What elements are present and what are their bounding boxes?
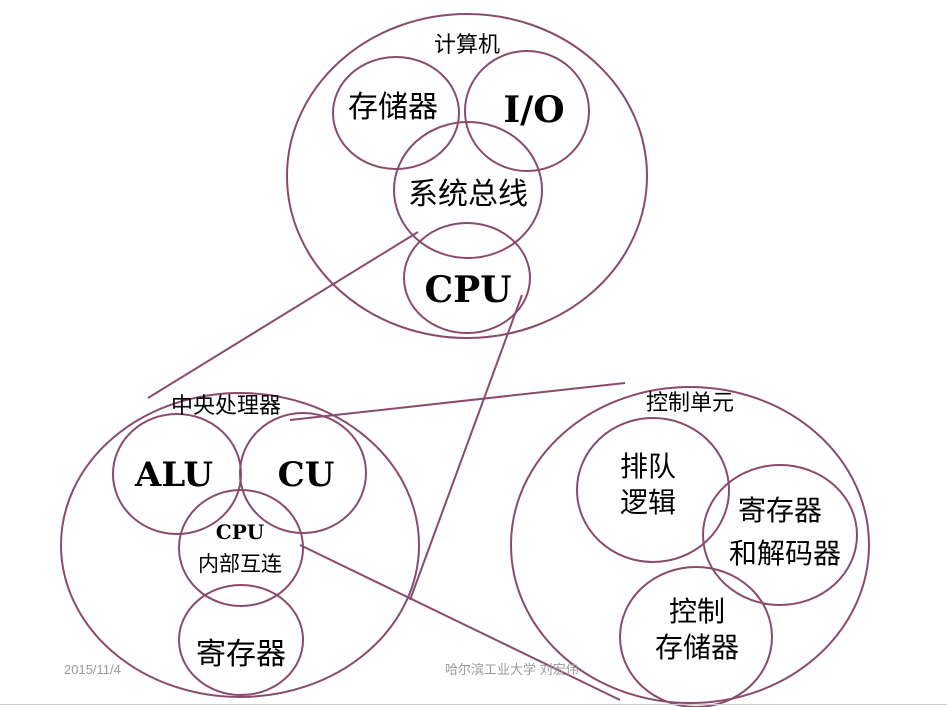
cpu-detail-title: 中央处理器 xyxy=(171,394,281,419)
cpu-circle xyxy=(403,222,531,334)
system-bus-label: 系统总线 xyxy=(408,177,528,212)
connector-cu-bottom xyxy=(299,544,621,701)
cpu-label: CPU xyxy=(424,269,511,311)
decoder-circle xyxy=(702,464,858,606)
memory-label: 存储器 xyxy=(348,90,438,125)
connector-cu-top xyxy=(289,382,626,421)
control-unit-circle xyxy=(510,386,870,704)
alu-label: ALU xyxy=(134,455,213,495)
io-label: I/O xyxy=(503,89,564,131)
footer-date: 2015/11/4 xyxy=(64,662,121,677)
sequencing-label-line2: 逻辑 xyxy=(620,486,676,519)
cpu-detail-circle xyxy=(60,392,420,698)
system-bus-circle xyxy=(393,121,543,259)
connector-cpu-right xyxy=(409,294,523,601)
computer-title: 计算机 xyxy=(434,33,500,58)
cu-circle xyxy=(239,412,367,534)
control-unit-title: 控制单元 xyxy=(646,391,734,416)
memory-circle xyxy=(332,56,460,170)
control-memory-circle xyxy=(619,566,773,707)
interconnect-label-line2: 内部互连 xyxy=(198,552,282,576)
io-circle xyxy=(464,50,590,172)
control-memory-label-line2: 存储器 xyxy=(655,631,739,664)
interconnect-circle xyxy=(178,489,304,607)
footer-author: 哈尔滨工业大学 刘宏伟 xyxy=(445,662,579,677)
cu-label: CU xyxy=(278,455,335,495)
control-memory-label-line1: 控制 xyxy=(669,595,725,628)
sequencing-logic-circle xyxy=(576,417,730,563)
registers-circle xyxy=(178,584,304,696)
decoder-label-line1: 寄存器 xyxy=(738,494,822,527)
registers-label: 寄存器 xyxy=(196,637,286,672)
bottom-rule xyxy=(0,704,947,705)
sequencing-label-line1: 排队 xyxy=(620,450,676,483)
computer-circle xyxy=(286,13,648,339)
decoder-label-line2: 和解码器 xyxy=(729,537,841,570)
interconnect-label-line1: CPU xyxy=(216,520,264,544)
connector-cpu-left xyxy=(147,231,419,399)
